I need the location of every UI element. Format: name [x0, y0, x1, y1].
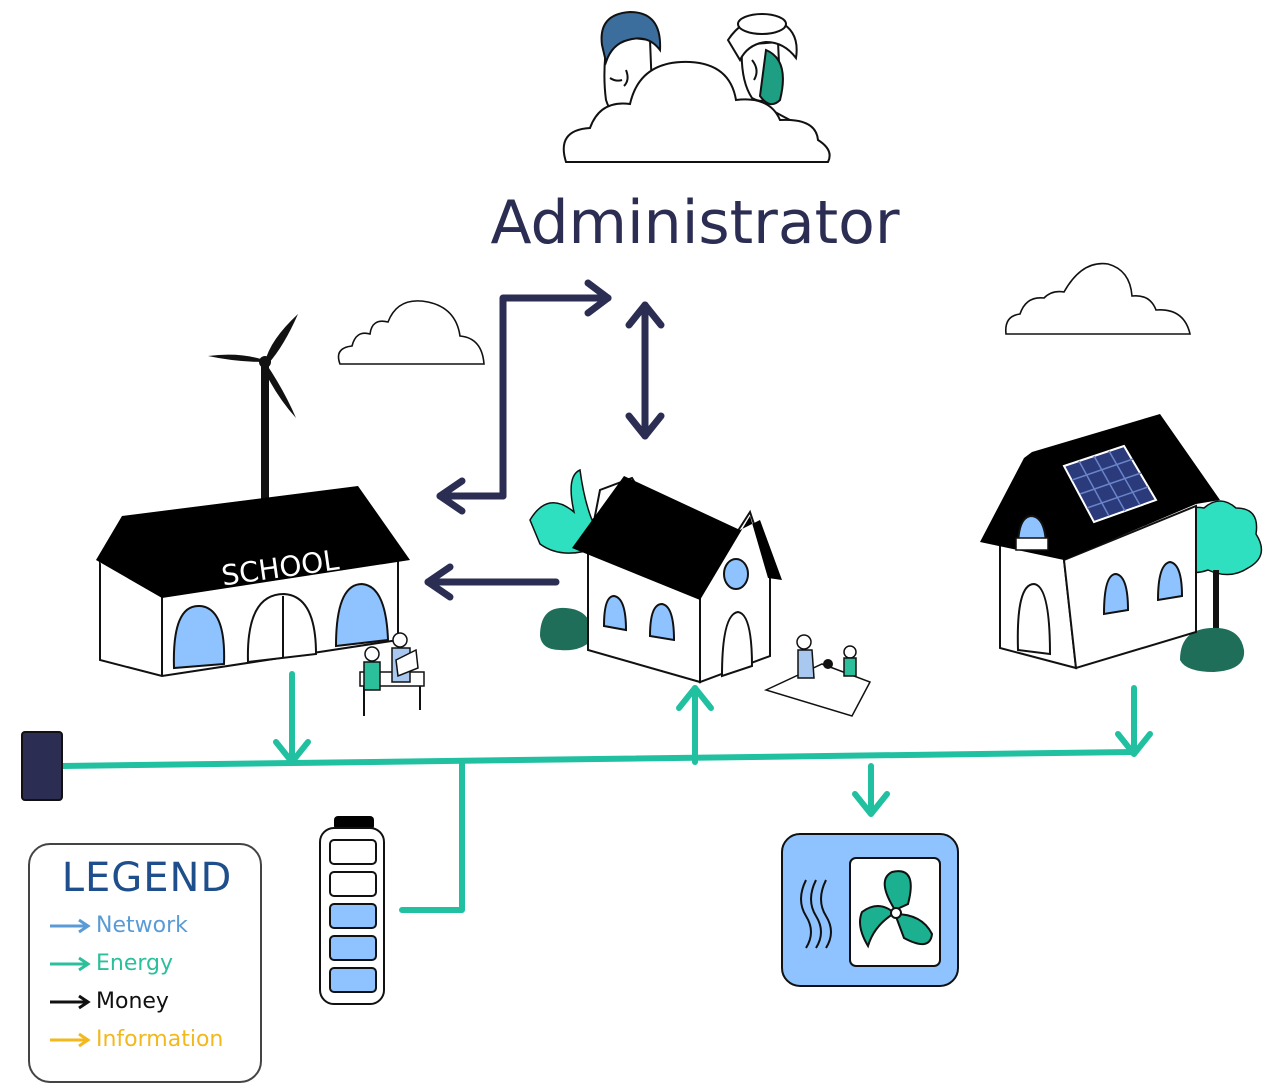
- people-on-bench-illustration: [359, 632, 425, 716]
- wind-turbine-icon: [208, 314, 298, 500]
- administrator-people-illustration: [562, 10, 831, 163]
- legend-label-information: Information: [96, 1027, 224, 1052]
- administrator-label: Administrator: [490, 188, 900, 258]
- grid-connection-box: [21, 731, 63, 801]
- information-arrow-icon: [50, 1032, 91, 1048]
- school-roof: [96, 486, 410, 598]
- arrow-to-school-from-admin: [499, 294, 612, 500]
- money-arrow-icon: [50, 994, 91, 1010]
- energy-main-line: [59, 749, 1137, 769]
- heat-pump-icon: [781, 833, 959, 987]
- solar-house: [980, 414, 1263, 672]
- network-arrows: [424, 279, 665, 601]
- energy-grid: [59, 671, 1153, 913]
- legend-label-money: Money: [96, 989, 169, 1014]
- picnic-family-illustration: [763, 634, 872, 717]
- middle-house: [529, 468, 782, 684]
- legend-item-money: Money: [48, 989, 169, 1014]
- legend-label-energy: Energy: [96, 951, 174, 976]
- cloud-left: [337, 300, 485, 365]
- legend: LEGEND Network Energy Money Information: [28, 843, 262, 1083]
- battery-icon: [319, 816, 385, 1005]
- legend-item-energy: Energy: [48, 951, 173, 976]
- battery-connector: [399, 761, 465, 913]
- school-building: SCHOOL: [96, 486, 410, 678]
- legend-item-network: Network: [48, 913, 188, 938]
- cloud-right: [1004, 262, 1192, 335]
- fan-icon: [859, 870, 934, 949]
- legend-label-network: Network: [96, 913, 188, 938]
- legend-title: LEGEND: [61, 855, 233, 901]
- network-arrow-icon: [50, 918, 91, 934]
- middle-house-roof: [572, 476, 782, 600]
- solar-panel-icon: [1062, 444, 1158, 524]
- energy-arrow-icon: [50, 956, 91, 972]
- legend-item-information: Information: [48, 1027, 223, 1052]
